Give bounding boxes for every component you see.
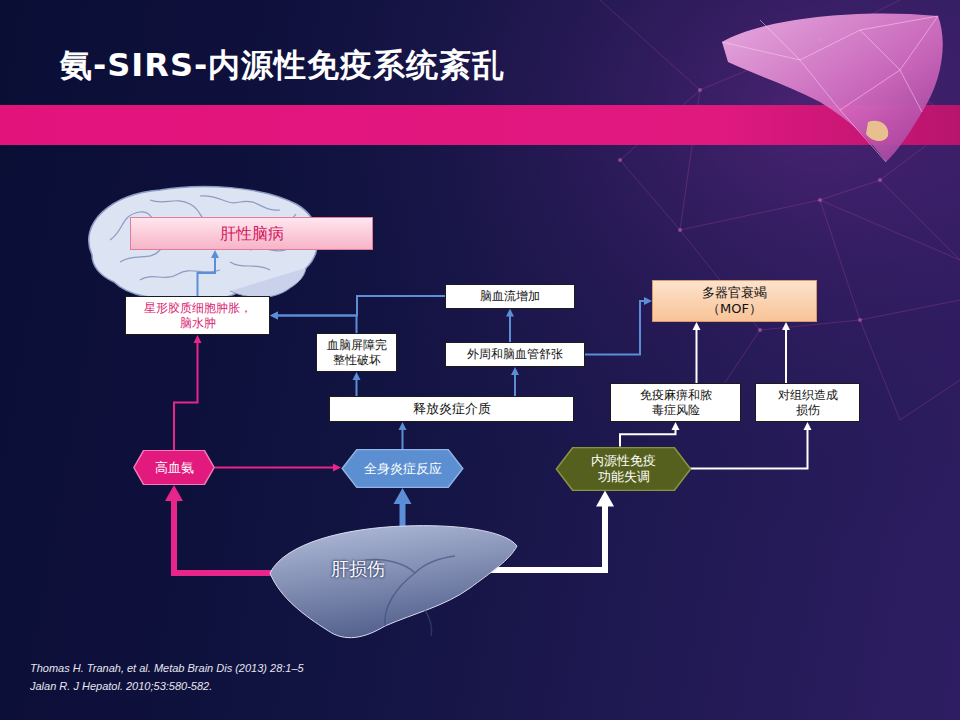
outcome-box: 多器官衰竭 （MOF）	[652, 280, 817, 322]
process-box: 释放炎症介质	[329, 396, 574, 422]
connector-line	[696, 328, 698, 383]
arrow-head	[511, 367, 519, 375]
connector-line	[785, 328, 787, 383]
arrow-head	[270, 312, 278, 320]
node-label: 多器官衰竭 （MOF）	[688, 285, 781, 316]
connector-line	[198, 256, 216, 296]
reference-note: Jalan R. J Hepatol. 2010;53:580-582.	[30, 680, 212, 692]
node-label: 肝性脑病	[220, 224, 284, 243]
connector-line	[402, 428, 404, 449]
node-label: 全身炎症反应	[364, 461, 442, 477]
connector	[690, 422, 812, 469]
arrow-head	[596, 491, 614, 507]
node-label: 免疫麻痹和脓毒症风险	[636, 388, 715, 417]
arrow-head	[270, 312, 278, 320]
connector	[198, 250, 220, 296]
connector-line	[215, 467, 335, 469]
process-box: 免疫麻痹和脓毒症风险	[610, 383, 741, 422]
connector-line	[174, 341, 198, 450]
connector-line	[514, 373, 516, 396]
connector	[585, 297, 652, 355]
process-box: 星形胶质细胞肿胀，脑水肿	[125, 296, 270, 335]
arrow-head	[672, 422, 680, 430]
connector	[506, 309, 514, 343]
node-label: 星形胶质细胞肿胀，脑水肿	[143, 301, 252, 330]
process-box: 脑血流增加	[445, 284, 575, 309]
node-label: 肝损伤	[331, 558, 385, 580]
connector	[620, 422, 680, 447]
process-box: 血脑屏障完整性破坏	[316, 333, 397, 372]
connector	[491, 491, 614, 571]
connector	[399, 422, 407, 449]
node-label: 高血氨	[155, 460, 194, 476]
arrow-head	[644, 297, 652, 305]
node-label: 血脑屏障完整性破坏	[325, 338, 388, 367]
connector	[270, 296, 445, 320]
liver-node: 肝损伤	[265, 518, 520, 648]
process-box: 外周和脑血管舒张	[445, 342, 585, 367]
connector-line	[174, 498, 271, 573]
arrow-head	[165, 485, 183, 501]
liver-shape	[265, 518, 520, 648]
arrow-head	[194, 335, 202, 343]
connector-line	[690, 428, 808, 468]
connector-line	[491, 503, 605, 570]
connector-line	[276, 296, 445, 316]
connector	[511, 367, 519, 396]
liver-outline	[270, 526, 517, 638]
arrow-head	[394, 488, 412, 504]
reference-note: Thomas H. Tranah, et al. Metab Brain Dis…	[30, 662, 304, 674]
arrow-head	[399, 422, 407, 430]
connector-line	[276, 316, 356, 334]
connector	[394, 488, 412, 530]
outcome-box: 肝性脑病	[130, 217, 373, 250]
node-label: 释放炎症介质	[413, 401, 491, 417]
arrow-head	[782, 322, 790, 330]
hexagon-node: 全身炎症反应	[341, 449, 464, 488]
arrow-head	[353, 372, 361, 380]
hexagon-outline	[556, 447, 690, 490]
connector-line	[585, 301, 646, 355]
network-lines	[600, 0, 960, 420]
arrow-head	[506, 309, 514, 317]
connector-line	[620, 428, 676, 446]
arrow-head	[693, 322, 701, 330]
hexagon-outline	[342, 449, 463, 487]
liver-illustration	[722, 14, 943, 162]
connector	[782, 322, 790, 383]
connector	[215, 464, 341, 472]
connector-line	[509, 315, 511, 342]
process-box: 对组织造成损伤	[755, 383, 860, 422]
slide-title: 氨-SIRS-内源性免疫系统紊乱	[60, 44, 505, 88]
arrow-head	[804, 422, 812, 430]
connector	[693, 322, 701, 383]
connector	[353, 372, 361, 396]
node-label: 脑血流增加	[480, 289, 540, 303]
connector-line	[356, 378, 358, 396]
arrow-head	[333, 464, 341, 472]
hexagon-node: 内源性免疫功能失调	[555, 447, 692, 491]
arrow-head	[211, 250, 219, 258]
title-band	[0, 105, 960, 145]
connector	[174, 335, 202, 450]
connector	[165, 485, 271, 573]
node-label: 对组织造成损伤	[776, 388, 839, 417]
node-label: 内源性免疫功能失调	[588, 453, 659, 484]
hexagon-outline	[134, 450, 214, 484]
hexagon-node: 高血氨	[133, 450, 215, 485]
node-label: 外周和脑血管舒张	[467, 347, 563, 361]
